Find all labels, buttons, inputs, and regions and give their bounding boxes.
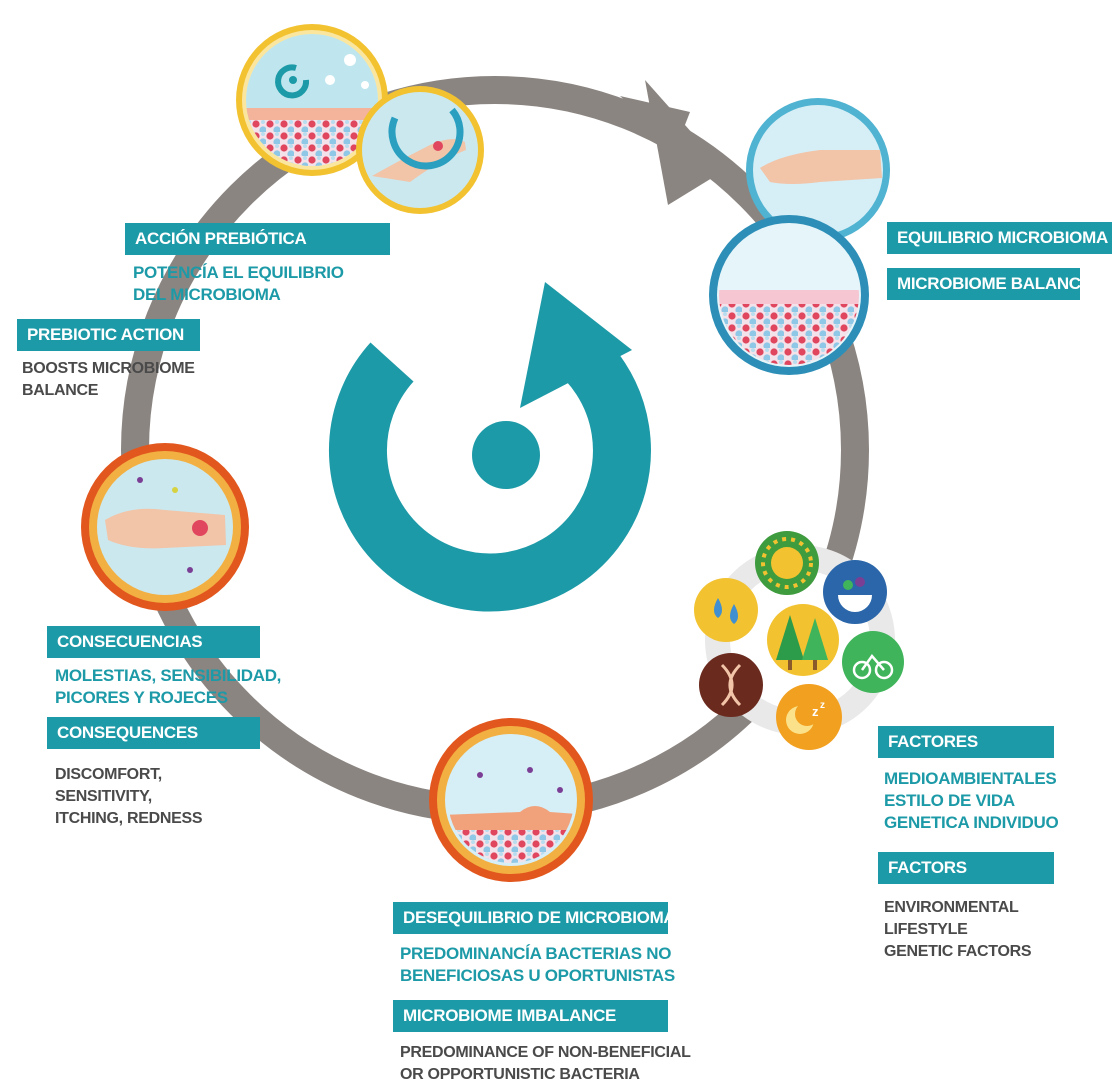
factors-title-es: FACTORES xyxy=(878,726,1054,758)
factors-desc-es-line: MEDIOAMBIENTALES xyxy=(884,769,1057,788)
prebiotic-desc-es: POTENCÍA EL EQUILIBRIO DEL MICROBIOMA xyxy=(133,262,344,306)
prebiotic-desc-es-line: DEL MICROBIOMA xyxy=(133,285,281,304)
balance-skin-icon xyxy=(709,215,869,375)
imbalance-desc-en-line: OR OPPORTUNISTIC BACTERIA xyxy=(400,1066,640,1083)
consequences-arm-icon xyxy=(81,443,249,611)
imbalance-desc-en-line: PREDOMINANCE OF NON-BENEFICIAL xyxy=(400,1044,691,1061)
water-drops-icon xyxy=(694,578,758,642)
prebiotic-desc-en-line: BOOSTS MICROBIOME xyxy=(22,360,195,377)
consequences-desc-en-line: ITCHING, REDNESS xyxy=(55,810,203,827)
imbalance-skin-icon xyxy=(429,718,593,882)
factors-icon-cluster: z z xyxy=(694,531,904,750)
prebiotic-skin-icon xyxy=(236,24,388,176)
prebiotic-desc-en-line: BALANCE xyxy=(22,382,99,399)
factors-desc-en-line: ENVIRONMENTAL xyxy=(884,899,1019,916)
factors-title-en: FACTORS xyxy=(878,852,1054,884)
factors-desc-es: MEDIOAMBIENTALES ESTILO DE VIDA GENETICA… xyxy=(884,768,1059,834)
imbalance-desc-en: PREDOMINANCE OF NON-BENEFICIAL OR OPPORT… xyxy=(400,1042,691,1085)
prebiotic-desc-en: BOOSTS MICROBIOME BALANCE xyxy=(22,358,195,402)
imbalance-desc-es: PREDOMINANCÍA BACTERIAS NO BENEFICIOSAS … xyxy=(400,943,675,987)
balance-title-en: MICROBIOME BALANCE xyxy=(887,268,1080,300)
imbalance-title-en: MICROBIOME IMBALANCE xyxy=(393,1000,668,1032)
consequences-desc-es: MOLESTIAS, SENSIBILIDAD, PICORES Y ROJEC… xyxy=(55,665,281,709)
factors-desc-en-line: GENETIC FACTORS xyxy=(884,943,1032,960)
sun-icon xyxy=(755,531,819,595)
prebiotic-desc-es-line: POTENCÍA EL EQUILIBRIO xyxy=(133,263,344,282)
cycle-icon xyxy=(328,282,651,612)
prebiotic-title-en: PREBIOTIC ACTION xyxy=(17,319,200,351)
dna-icon xyxy=(699,653,763,717)
consequences-desc-en-line: DISCOMFORT, xyxy=(55,766,162,783)
svg-text:z: z xyxy=(820,700,825,711)
moon-sleep-icon: z z xyxy=(776,684,842,750)
factors-desc-es-line: ESTILO DE VIDA xyxy=(884,791,1015,810)
consequences-desc-en-line: SENSITIVITY, xyxy=(55,788,152,805)
factors-desc-es-line: GENETICA INDIVIDUO xyxy=(884,813,1059,832)
cycle-arrowhead xyxy=(645,80,725,205)
imbalance-desc-es-line: BENEFICIOSAS U OPORTUNISTAS xyxy=(400,966,675,985)
factors-desc-en-line: LIFESTYLE xyxy=(884,921,968,938)
balance-arm-icon xyxy=(746,98,890,242)
consequences-title-es: CONSECUENCIAS xyxy=(47,626,260,658)
balance-title-es: EQUILIBRIO MICROBIOMA xyxy=(887,222,1112,254)
bicycle-icon xyxy=(842,631,904,693)
prebiotic-arm-icon xyxy=(356,86,484,214)
consequences-title-en: CONSEQUENCES xyxy=(47,717,260,749)
prebiotic-title-es: ACCIÓN PREBIÓTICA xyxy=(125,223,390,255)
consequences-desc-es-line: MOLESTIAS, SENSIBILIDAD, xyxy=(55,666,282,685)
trees-icon xyxy=(767,604,839,676)
imbalance-desc-es-line: PREDOMINANCÍA BACTERIAS NO xyxy=(400,944,672,963)
imbalance-title-es: DESEQUILIBRIO DE MICROBIOMA xyxy=(393,902,668,934)
plate-icon xyxy=(823,560,887,624)
consequences-desc-es-line: PICORES Y ROJECES xyxy=(55,688,228,707)
consequences-desc-en: DISCOMFORT, SENSITIVITY, ITCHING, REDNES… xyxy=(55,764,203,830)
svg-text:z: z xyxy=(812,704,819,719)
factors-desc-en: ENVIRONMENTAL LIFESTYLE GENETIC FACTORS xyxy=(884,897,1032,963)
